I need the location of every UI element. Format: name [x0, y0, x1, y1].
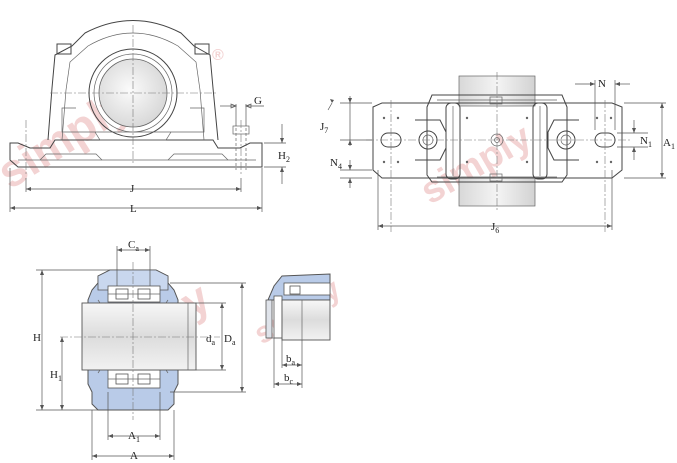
top-view: N J7 N4 N1 A1	[320, 72, 675, 235]
seal-detail-view: ba bc	[265, 273, 331, 388]
label-H1: H1	[50, 369, 62, 383]
label-J6: J6	[491, 221, 499, 235]
label-J: J	[130, 183, 135, 195]
watermark-mark-1: ®	[212, 47, 224, 64]
label-A1: A1	[128, 430, 140, 444]
label-L: L	[130, 203, 137, 215]
section-view: Ca H H1 da Da A1	[33, 239, 246, 462]
label-H: H	[33, 332, 41, 344]
label-N4: N4	[330, 157, 342, 171]
label-J7: J7	[320, 121, 328, 135]
label-N1: N1	[640, 135, 652, 149]
label-G: G	[254, 95, 262, 107]
label-da: da	[206, 333, 216, 347]
front-view: G H2 J L	[9, 20, 290, 215]
label-N: N	[598, 78, 606, 90]
label-A: A	[130, 450, 138, 462]
label-H2: H2	[278, 150, 290, 164]
label-bc: bc	[284, 372, 294, 386]
label-ba: ba	[286, 353, 296, 367]
label-Da: Da	[224, 333, 236, 347]
label-A1-top: A1	[663, 137, 675, 151]
label-Ca: Ca	[128, 239, 139, 253]
